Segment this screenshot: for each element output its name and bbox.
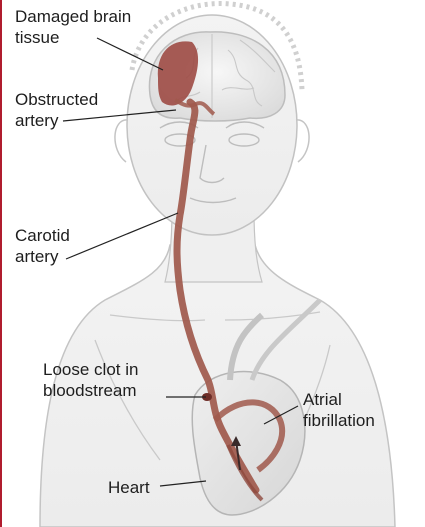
label-damaged-brain-tissue: Damaged brain tissue — [15, 6, 131, 48]
label-obstructed-artery: Obstructed artery — [15, 89, 98, 131]
label-heart: Heart — [108, 477, 150, 498]
label-carotid-artery: Carotid artery — [15, 225, 70, 267]
leader-carotid — [66, 213, 178, 259]
label-atrial-fibrillation: Atrial fibrillation — [303, 389, 375, 431]
label-loose-clot: Loose clot in bloodstream — [43, 359, 138, 401]
